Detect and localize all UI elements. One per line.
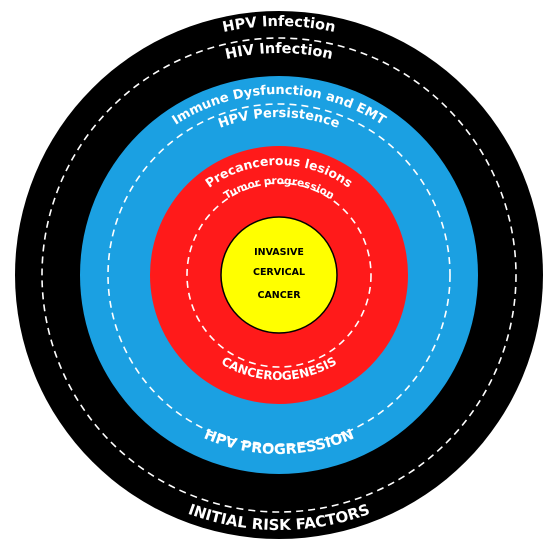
label-hiv-infection: HIV Infection (224, 41, 335, 63)
label-hpv-infection: HPV Infection (221, 14, 337, 36)
outer-dashed-divider (41, 37, 517, 513)
core-invasive-cervical-cancer (220, 216, 338, 334)
label-cervical: CERVICAL (253, 267, 305, 278)
inner-dashed-divider (186, 182, 372, 368)
label-cancer: CANCER (257, 290, 301, 301)
label-invasive: INVASIVE (254, 247, 304, 258)
middle-dashed-divider (107, 103, 451, 447)
